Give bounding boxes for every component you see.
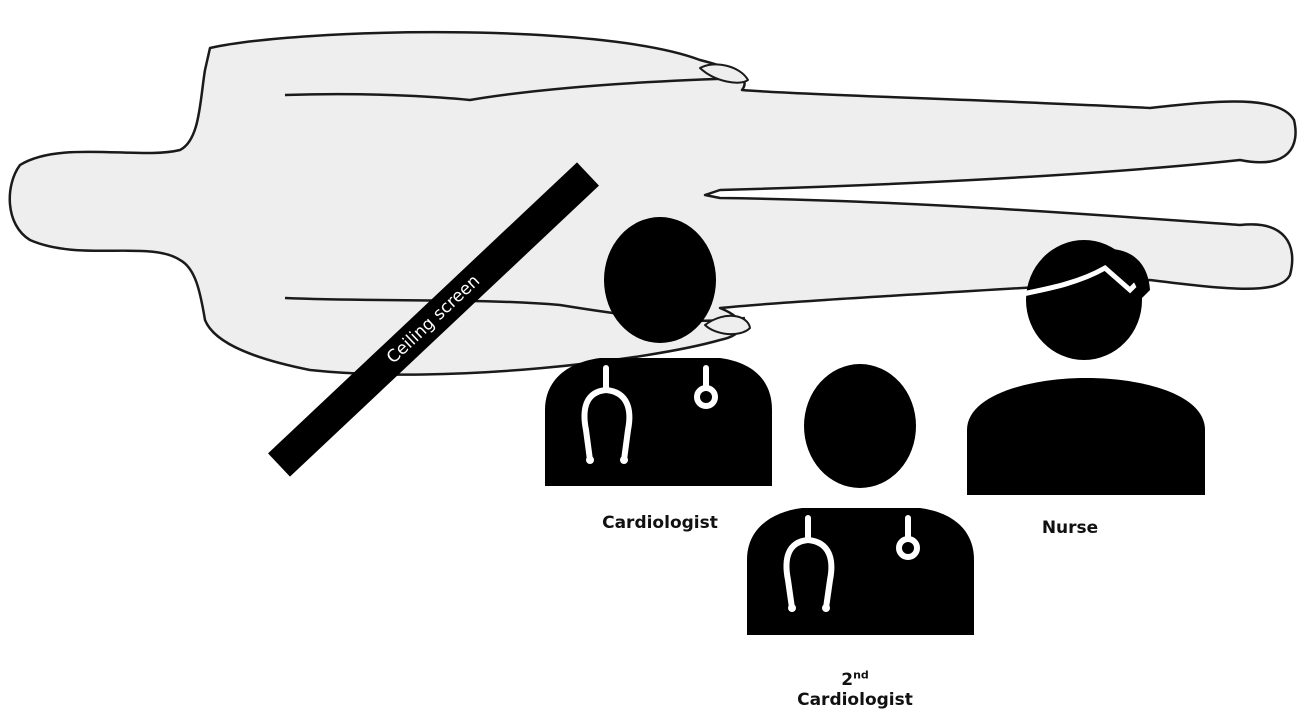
second-cardiologist-icon xyxy=(747,364,974,635)
second-cardiologist-label: 2nd Cardiologist xyxy=(780,670,930,710)
nurse-label: Nurse xyxy=(1020,518,1120,538)
second-cardiologist-ordinal: 2nd xyxy=(780,670,930,690)
cardiologist-label: Cardiologist xyxy=(590,513,730,533)
second-cardiologist-title: Cardiologist xyxy=(780,690,930,710)
